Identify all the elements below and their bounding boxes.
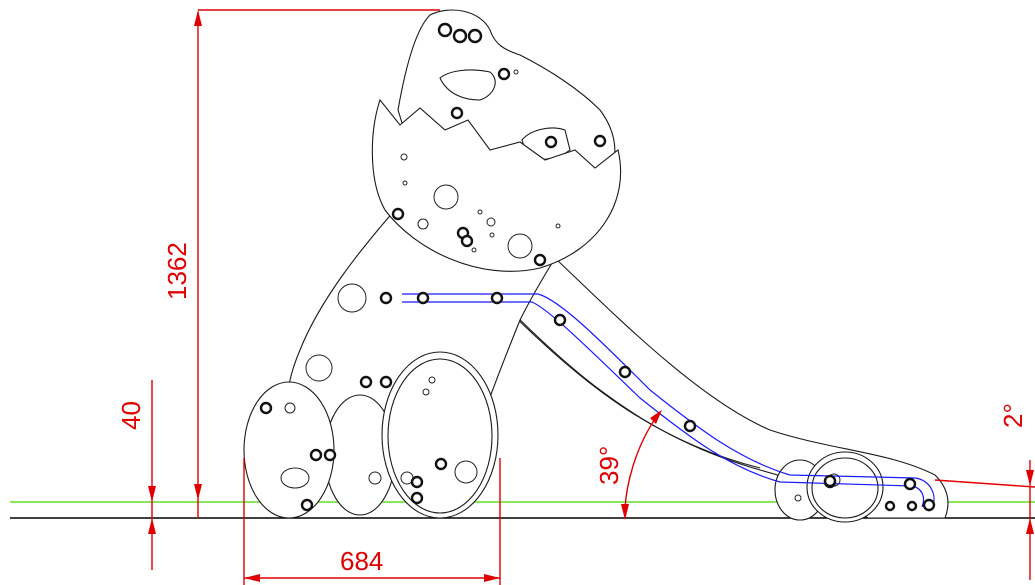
bolt-icon (593, 134, 607, 148)
handrail-bolt-icon (683, 419, 697, 433)
foot-eggs (243, 351, 499, 519)
bolt-icon (450, 106, 464, 120)
eye-bolt-icon (452, 28, 468, 44)
bolt-icon (379, 375, 393, 389)
egg-hole (284, 402, 296, 414)
eggshell-collar (371, 98, 622, 272)
foot-egg-rim (387, 358, 493, 514)
small-hole (513, 69, 519, 75)
handrail-bolt-icon (490, 291, 504, 305)
handrail (402, 291, 936, 512)
dimension-slide-angle: 39° (594, 410, 662, 520)
bolt-icon (359, 375, 373, 389)
egg-hole (422, 388, 430, 396)
dimension-label-slide-angle: 39° (594, 446, 624, 485)
bolt-icon (497, 67, 511, 81)
handrail-bolt-icon (922, 498, 936, 512)
shell-hole (507, 233, 533, 259)
egg-hole (280, 467, 310, 489)
shell-hole (417, 218, 429, 230)
dimension-label-footprint-width: 684 (340, 546, 383, 576)
foot-egg (381, 351, 499, 519)
dimension-label-base-height: 40 (116, 401, 146, 430)
shell-hole (477, 209, 483, 215)
handrail-bolt-icon (416, 291, 430, 305)
bolt-icon (906, 500, 918, 512)
bolt-icon (533, 253, 547, 267)
end-egg-rim (811, 457, 879, 519)
dimension-label-total-height: 1362 (162, 242, 192, 300)
eye-bolt-icon (437, 22, 453, 38)
handrail-bolt-icon (823, 474, 837, 488)
dimension-footprint-width: 684 (243, 458, 501, 585)
shell-hole (402, 180, 408, 186)
bolt-icon (309, 448, 323, 462)
bolt-icon (544, 135, 558, 149)
shell-hole (471, 247, 477, 253)
dimension-total-height: 1362 (162, 9, 440, 518)
bolt-icon (379, 291, 393, 305)
bolt-icon (410, 491, 424, 505)
shell-hole (489, 232, 495, 238)
bolt-icon (460, 234, 474, 248)
shell-hole (555, 223, 561, 229)
bolt-icon (410, 475, 424, 489)
egg-hole (794, 494, 802, 502)
body-hole (337, 283, 367, 313)
handrail-bolt-icon (618, 365, 632, 379)
egg-hole (428, 376, 436, 384)
eye-bolt-icon (467, 28, 483, 44)
bolt-icon (391, 207, 405, 221)
shell-hole (400, 153, 408, 161)
shell-hole (433, 184, 459, 210)
dimension-label-end-angle: 2° (998, 403, 1028, 428)
bolt-icon (434, 457, 448, 471)
bolt-icon (884, 500, 896, 512)
body-hole (305, 354, 333, 382)
end-egg (806, 451, 884, 523)
bolt-icon (259, 401, 273, 415)
egg-hole (454, 460, 478, 484)
egg-hole (368, 471, 382, 485)
bolt-icon (300, 498, 314, 512)
shell-hole (486, 217, 496, 227)
handrail-bolt-icon (903, 477, 917, 491)
bolt-icon (323, 448, 337, 462)
dimension-end-angle: 2° (934, 403, 1035, 580)
handrail-bolt-icon (553, 313, 567, 327)
dimension-base-height: 40 (116, 380, 156, 570)
foot-egg (243, 381, 335, 519)
